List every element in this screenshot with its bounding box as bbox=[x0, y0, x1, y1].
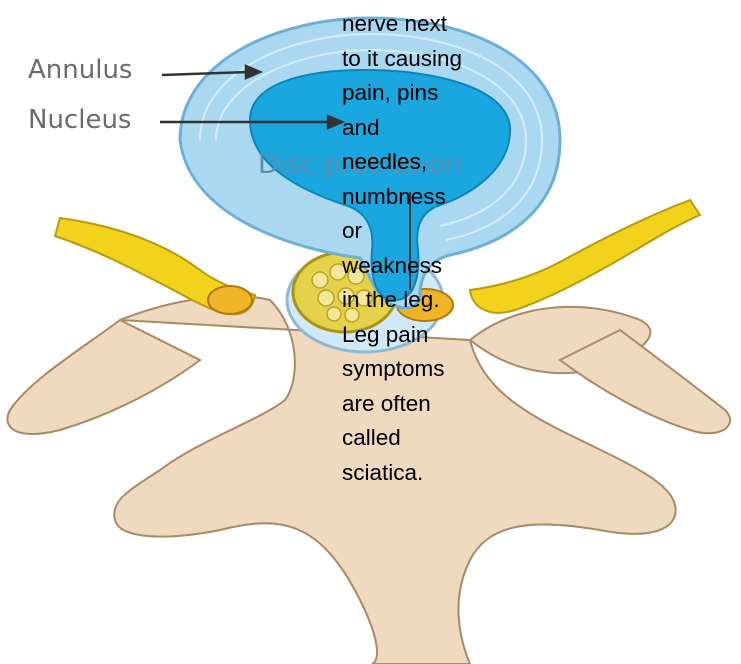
annulus-label: Annulus bbox=[28, 55, 132, 85]
overlay-text-block: nerve next to it causing pain, pins and … bbox=[342, 0, 512, 497]
vertebra-left-wing bbox=[7, 320, 200, 434]
overlay-line: sciatica. bbox=[342, 449, 512, 498]
nucleus-label: Nucleus bbox=[28, 105, 131, 135]
left-nerve-root bbox=[208, 286, 252, 314]
